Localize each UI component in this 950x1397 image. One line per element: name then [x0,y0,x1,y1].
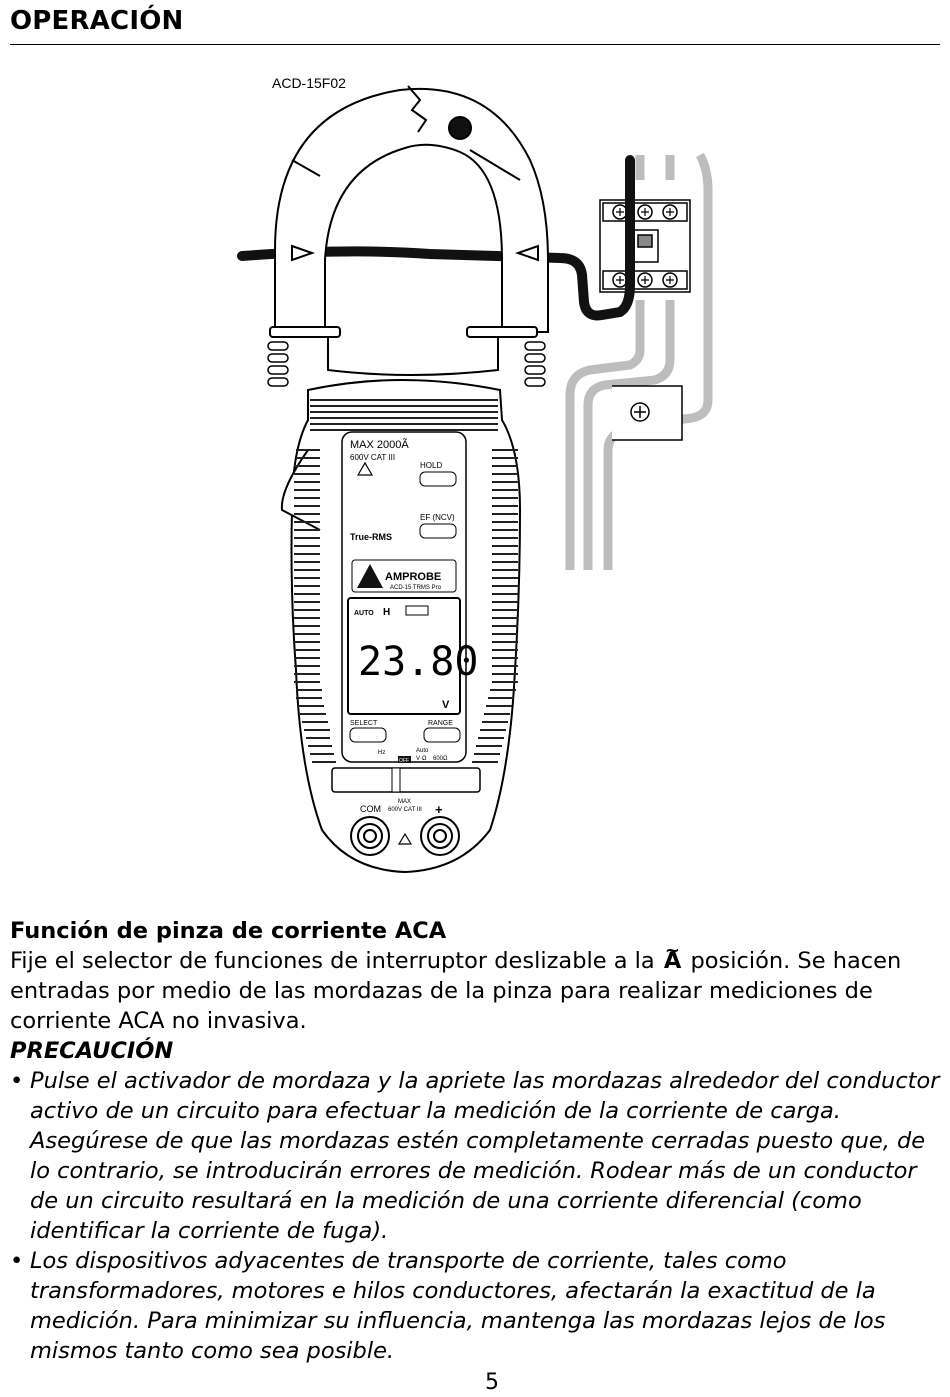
label-cat-small: 600V CAT III [388,807,422,813]
list-item: Pulse el activador de mordaza y la aprie… [10,1066,940,1246]
instruction-paragraph: Fije el selector de funciones de interru… [10,940,940,1036]
select-button [349,727,387,743]
hold-button [419,471,457,487]
black-wire [237,155,635,321]
warning-icon [356,461,374,476]
paragraph-text-after: posición. Se hacen entradas por medio de… [10,948,902,1034]
battery-icon [405,605,429,616]
page-number: 5 [485,1370,499,1395]
grip-ribs [294,399,518,763]
label-auto-small: Auto [416,748,429,754]
jack-warning-icon [397,832,413,845]
clamp-jaws [269,85,549,376]
aca-symbol-icon: ~A [663,940,682,974]
jaw-grips [267,341,546,387]
label-ef: EF (NCV) [420,513,455,522]
label-plus: + [435,802,443,817]
content-section: Función de pinza de corriente ACA Fije e… [10,916,940,1366]
positive-jack [420,816,460,856]
paragraph-text-before: Fije el selector de funciones de interru… [10,948,655,974]
caution-list: Pulse el activador de mordaza y la aprie… [10,1066,940,1366]
brand-logo-icon [357,564,383,588]
lcd-auto: AUTO [354,610,374,617]
com-jack [350,816,390,856]
label-max-rating: MAX 2000Ã [350,438,409,451]
label-hz: Hz [378,750,385,756]
ef-button [419,523,457,539]
lcd-reading: 23.80 [358,639,478,685]
label-ohms: V·Ω [416,756,427,762]
circuit-breaker [599,199,691,293]
lcd-display [347,597,461,715]
function-slide-switch [331,767,481,793]
label-hold: HOLD [420,461,442,470]
lcd-unit: V [442,699,450,711]
label-true-rms: True-RMS [350,532,392,542]
brand-name: AMPROBE [385,571,441,583]
figure-code: ACD-15F02 [272,75,346,91]
clamp-meter-illustration: ACD-15F02 [237,75,713,874]
brand-model: ACD-15 TRMS Pro [390,585,442,591]
label-range: RANGE [428,720,453,727]
label-max: MAX [398,799,411,805]
label-select: SELECT [350,720,378,727]
range-button [423,727,461,743]
header-divider [10,44,940,45]
label-off: OFF [399,758,409,764]
section-title: Función de pinza de corriente ACA [10,918,447,944]
caution-heading: PRECAUCIÓN [10,1038,174,1064]
page-title: OPERACIÓN [10,6,184,36]
lcd-h-icon: H [383,607,390,618]
label-600ohm: 600Ω [433,756,448,762]
label-com: COM [360,804,381,814]
ground-terminal [612,385,683,441]
label-cat-rating: 600V CAT III [350,453,395,462]
list-item: Los dispositivos adyacentes de transport… [10,1246,940,1366]
